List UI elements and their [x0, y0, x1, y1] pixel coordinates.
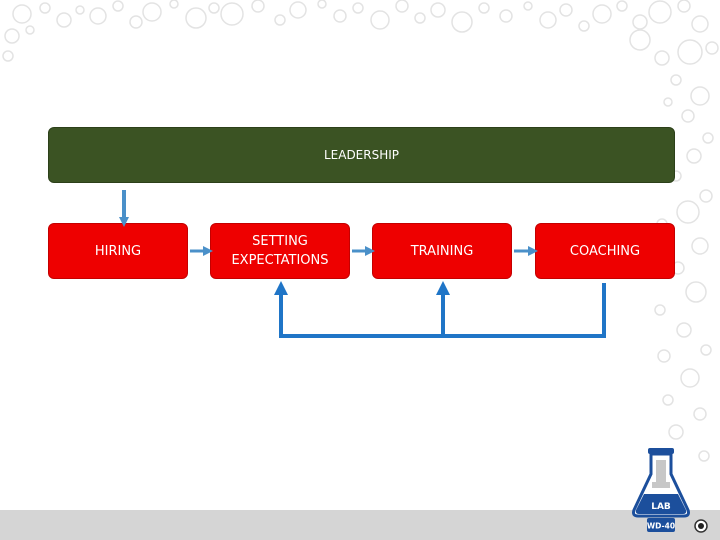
- decorative-bubble: [208, 2, 220, 14]
- decorative-bubble: [333, 9, 347, 23]
- coaching-box: COACHING: [535, 223, 675, 279]
- decorative-bubble: [691, 237, 709, 255]
- decorative-bubble: [539, 11, 557, 29]
- decorative-bubble: [12, 4, 32, 24]
- decorative-bubble: [654, 50, 670, 66]
- decorative-bubble: [663, 97, 673, 107]
- hiring-label: HIRING: [94, 243, 142, 259]
- decorative-bubble: [430, 2, 446, 18]
- decorative-bubble: [680, 368, 700, 388]
- decorative-bubble: [677, 0, 691, 13]
- decorative-bubble: [370, 10, 390, 30]
- brand-badge: WD-40: [647, 518, 675, 532]
- decorative-bubble: [185, 7, 207, 29]
- decorative-bubble: [681, 109, 695, 123]
- decorative-bubble: [702, 132, 714, 144]
- setting-expectations-box: SETTING EXPECTATIONS: [210, 223, 350, 279]
- coaching-label: COACHING: [569, 243, 641, 259]
- decorative-bubble: [654, 304, 666, 316]
- decorative-bubble: [670, 74, 682, 86]
- decorative-bubble: [251, 0, 265, 13]
- decorative-bubble: [578, 20, 590, 32]
- corner-dot-icon: [694, 519, 708, 533]
- decorative-bubble: [89, 7, 107, 25]
- wd40-lab-logo: LAB WD-40: [632, 448, 690, 532]
- decorative-bubble: [129, 15, 143, 29]
- decorative-bubble: [559, 3, 573, 17]
- bottom-bar: [0, 510, 720, 540]
- decorative-bubble: [592, 4, 612, 24]
- decorative-bubble: [274, 14, 286, 26]
- training-label: TRAINING: [410, 243, 474, 259]
- decorative-bubble: [693, 407, 707, 421]
- decorative-bubble: [289, 1, 307, 19]
- decorative-bubble: [4, 28, 20, 44]
- decorative-bubble: [75, 5, 85, 15]
- decorative-bubble: [686, 148, 702, 164]
- decorative-bubble: [668, 424, 684, 440]
- flask-icon: LAB: [632, 448, 690, 518]
- decorative-bubble: [39, 2, 51, 14]
- decorative-bubble: [451, 11, 473, 33]
- logo-lab-text: LAB: [651, 502, 671, 512]
- decorative-bubble: [169, 0, 179, 9]
- decorative-bubble: [414, 12, 426, 24]
- decorative-bubble: [56, 12, 72, 28]
- feedback-arrow-to-setting: [274, 281, 288, 295]
- decorative-bubble: [142, 2, 162, 22]
- decorative-bubble: [677, 39, 703, 65]
- leadership-label: LEADERSHIP: [323, 148, 400, 162]
- decorative-bubble: [499, 9, 513, 23]
- decorative-bubble: [395, 0, 409, 13]
- decorative-bubble: [699, 189, 713, 203]
- decorative-bubble: [112, 0, 124, 12]
- decorative-bubble: [698, 450, 710, 462]
- decorative-bubble: [478, 2, 490, 14]
- decorative-bubble: [523, 1, 533, 11]
- feedback-arrow-to-training: [436, 281, 450, 295]
- decorative-bubble: [662, 394, 674, 406]
- leadership-box: LEADERSHIP: [48, 127, 675, 183]
- setting-expectations-label: SETTING EXPECTATIONS: [231, 234, 329, 268]
- decorative-bubble: [317, 0, 327, 9]
- decorative-bubble: [705, 41, 719, 55]
- decorative-bubble: [616, 0, 628, 12]
- decorative-bubble: [690, 86, 710, 106]
- decorative-bubble: [632, 14, 648, 30]
- decorative-bubble: [676, 322, 692, 338]
- decorative-bubble: [691, 15, 709, 33]
- logo-brand-text: WD-40: [647, 522, 675, 531]
- decorative-bubble: [700, 344, 712, 356]
- decorative-bubble: [352, 2, 364, 14]
- decorative-bubble: [685, 281, 707, 303]
- decorative-bubble: [648, 0, 672, 24]
- decorative-bubble: [2, 50, 14, 62]
- hiring-box: HIRING: [48, 223, 188, 279]
- decorative-bubble: [657, 349, 671, 363]
- decorative-bubble: [220, 2, 244, 26]
- decorative-bubble: [25, 25, 35, 35]
- decorative-bubble: [676, 200, 700, 224]
- decorative-bubble: [629, 29, 651, 51]
- training-box: TRAINING: [372, 223, 512, 279]
